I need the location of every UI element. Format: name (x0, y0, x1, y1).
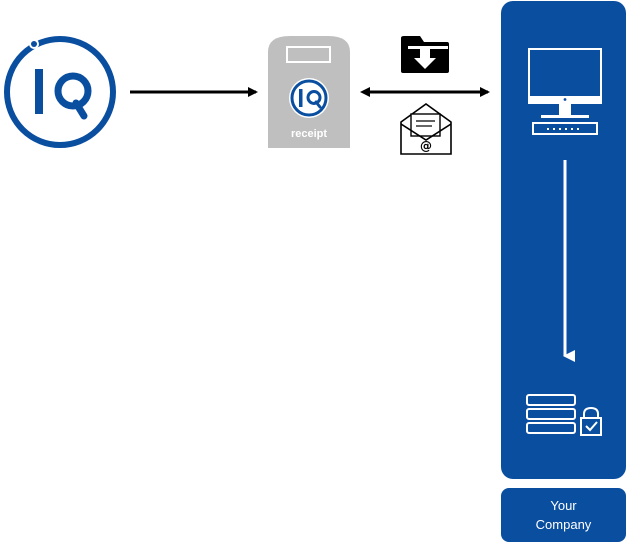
svg-text:@: @ (420, 139, 432, 153)
computer-monitor-icon (528, 48, 602, 135)
iq-logo-icon (4, 36, 116, 148)
company-label-line1: Your (550, 498, 577, 513)
company-label-line2: Company (535, 517, 592, 532)
email-envelope-icon: @ (400, 103, 452, 155)
secure-storage-icon (526, 394, 602, 436)
company-label: Your Company (501, 488, 626, 542)
receipt-label: receipt (290, 128, 328, 140)
receipt-box (268, 36, 350, 148)
receipt-iq-icon (289, 78, 329, 118)
folder-download-icon (401, 36, 449, 73)
